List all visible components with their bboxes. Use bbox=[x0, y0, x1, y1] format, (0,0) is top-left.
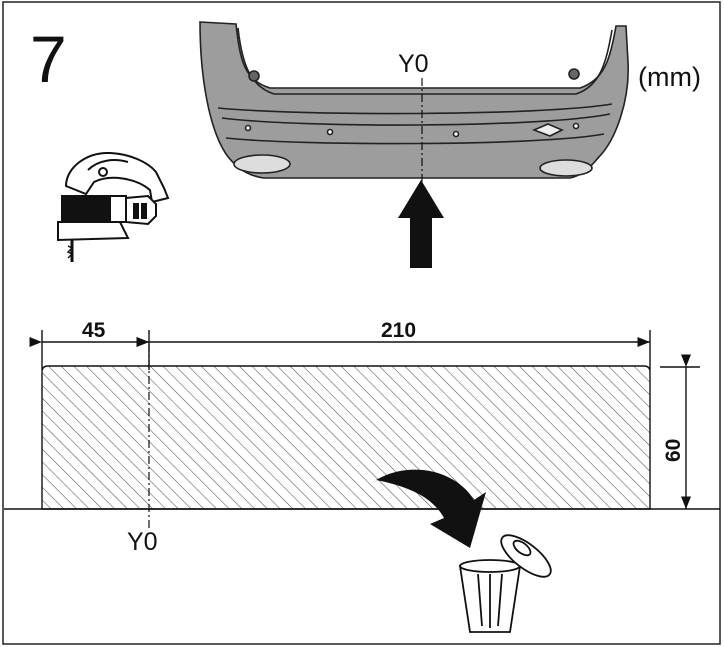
step-number: 7 bbox=[30, 22, 67, 96]
axis-label-bottom: Y0 bbox=[127, 528, 158, 556]
jigsaw-icon bbox=[57, 151, 170, 262]
unit-label: (mm) bbox=[638, 62, 701, 92]
curved-arrow-icon bbox=[376, 469, 486, 548]
trash-bin-icon bbox=[458, 534, 552, 633]
dimension-cut-width: 210 bbox=[381, 319, 417, 342]
up-arrow-icon bbox=[398, 180, 444, 268]
dimension-left-offset: 45 bbox=[82, 319, 106, 342]
rear-bumper-icon bbox=[199, 21, 629, 179]
dimension-cut-height: 60 bbox=[662, 438, 685, 462]
axis-label-top: Y0 bbox=[398, 50, 429, 78]
cutout-area bbox=[41, 365, 651, 510]
